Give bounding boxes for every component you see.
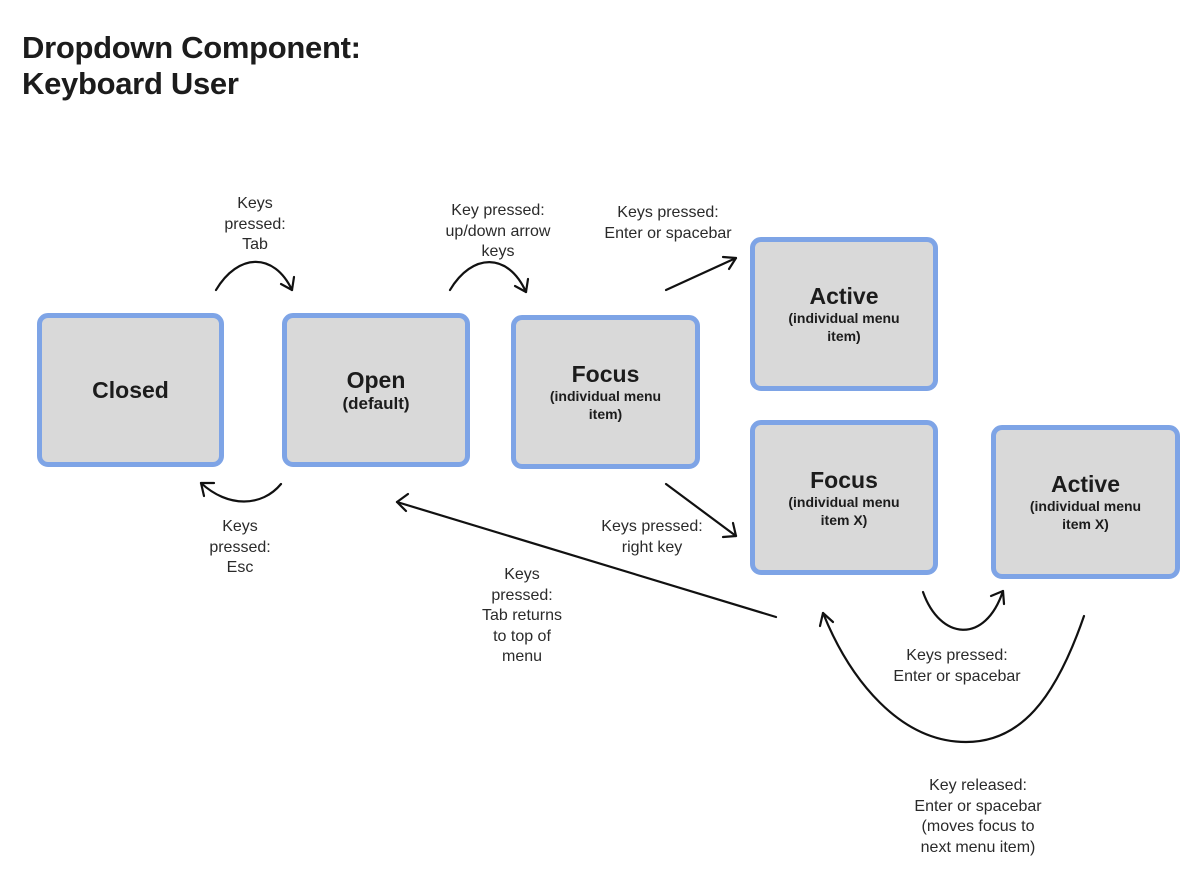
state-active-x-sublabel-1: (individual menu xyxy=(1029,498,1142,514)
state-active-sublabel-2: item) xyxy=(827,328,861,344)
label-arrow-keys-line: keys xyxy=(481,243,515,260)
label-key-released-line: Key released: xyxy=(929,777,1027,794)
label-tab-return-line: pressed: xyxy=(491,586,553,604)
state-focus-sublabel-1: (individual menu xyxy=(549,388,662,404)
label-tab: Keys pressed: Tab xyxy=(205,194,305,256)
state-active: Active (individual menu item) xyxy=(750,237,938,391)
label-right-key-line: right key xyxy=(621,538,683,556)
label-key-released-line: Enter or spacebar xyxy=(914,797,1042,815)
label-enter-top-line: Keys pressed: xyxy=(617,204,719,221)
state-focus-x: Focus (individual menu item X) xyxy=(750,420,938,575)
arrow-focus-x-to-active-x xyxy=(921,589,1006,631)
label-enter-bottom-line: Enter or spacebar xyxy=(893,667,1021,685)
state-focus-label: Focus xyxy=(571,361,640,387)
page-title: Dropdown Component: Keyboard User xyxy=(22,30,361,102)
label-tab-return-line: Tab returns xyxy=(481,607,563,624)
label-right-key-line: Keys pressed: xyxy=(601,518,703,535)
label-key-released-line: next menu item) xyxy=(920,838,1036,856)
label-key-released-line: (moves focus to xyxy=(921,818,1035,835)
label-esc: Keys pressed: Esc xyxy=(190,517,290,579)
arrow-focus-to-active xyxy=(664,255,738,292)
state-closed: Closed xyxy=(37,313,224,467)
label-enter-bottom: Keys pressed: Enter or spacebar xyxy=(877,646,1037,687)
label-enter-top: Keys pressed: Enter or spacebar xyxy=(588,203,748,244)
label-tab-return-line: menu xyxy=(501,648,543,665)
state-focus-sublabel-2: item) xyxy=(588,406,623,422)
state-active-sublabel-1: (individual menu xyxy=(788,310,900,326)
label-arrow-keys-line: Key pressed: xyxy=(451,202,545,219)
state-focus: Focus (individual menu item) xyxy=(511,315,700,469)
label-tab-line: Tab xyxy=(242,236,268,253)
label-tab-return-line: to top of xyxy=(493,627,551,645)
state-active-x-sublabel-2: item X) xyxy=(1062,516,1109,532)
label-tab-return: Keys pressed: Tab returns to top of menu xyxy=(462,565,582,668)
state-focus-x-label: Focus xyxy=(810,466,878,493)
state-focus-x-sublabel-1: (individual menu xyxy=(788,493,900,510)
arrow-closed-to-open xyxy=(214,260,296,292)
label-tab-line: Keys xyxy=(237,195,273,212)
label-tab-return-line: Keys xyxy=(504,566,540,583)
label-esc-line: Esc xyxy=(226,559,254,576)
state-active-x-label: Active xyxy=(1050,471,1121,497)
label-esc-line: Keys xyxy=(222,518,258,535)
arrow-active-x-to-focus-x xyxy=(818,611,1086,744)
state-focus-x-sublabel-2: item X) xyxy=(820,511,868,528)
state-open-sublabel: (default) xyxy=(342,393,410,413)
label-right-key: Keys pressed: right key xyxy=(587,517,717,558)
label-enter-top-line: Enter or spacebar xyxy=(604,224,732,242)
state-active-x: Active (individual menu item X) xyxy=(991,425,1180,579)
label-arrow-keys-line: up/down arrow xyxy=(445,222,551,240)
state-active-label: Active xyxy=(809,283,879,309)
state-open: Open (default) xyxy=(282,313,470,467)
arrow-open-to-focus xyxy=(448,261,530,294)
arrow-open-to-closed xyxy=(199,481,283,503)
title-line-2: Keyboard User xyxy=(22,66,239,101)
label-key-released: Key released: Enter or spacebar (moves f… xyxy=(898,776,1058,858)
label-arrow-keys: Key pressed: up/down arrow keys xyxy=(428,201,568,263)
label-esc-line: pressed: xyxy=(209,538,271,556)
state-closed-label: Closed xyxy=(92,377,169,403)
state-open-label: Open xyxy=(346,366,406,393)
label-tab-line: pressed: xyxy=(224,215,286,233)
title-line-1: Dropdown Component: xyxy=(22,30,361,65)
arrow-focus-x-to-open xyxy=(395,492,778,619)
arrow-focus-to-focus-x xyxy=(664,482,738,539)
label-enter-bottom-line: Keys pressed: xyxy=(906,647,1008,664)
